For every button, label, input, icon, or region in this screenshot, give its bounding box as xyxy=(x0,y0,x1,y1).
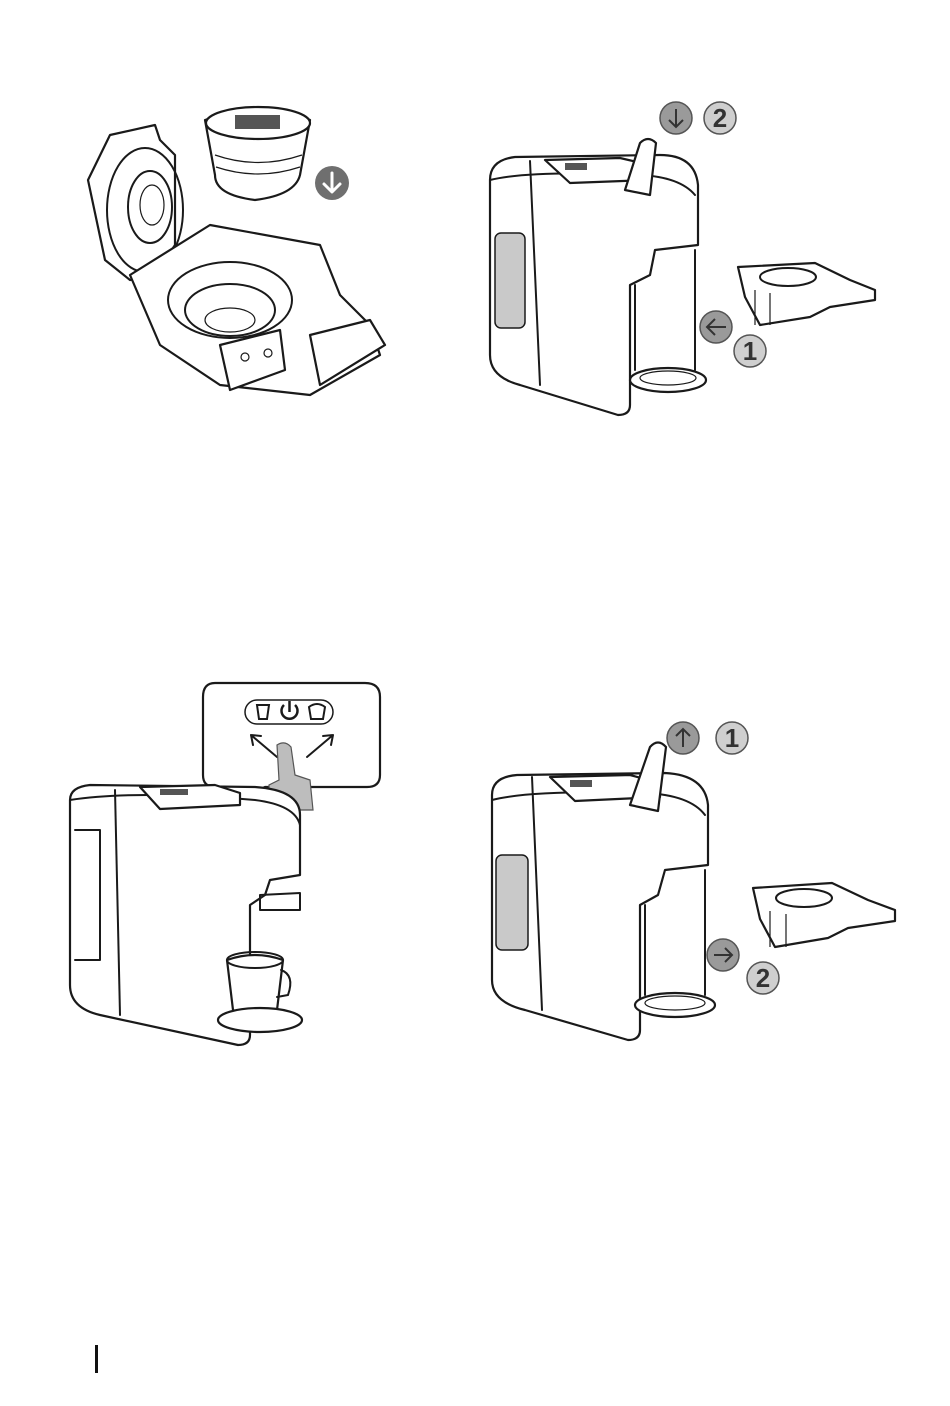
brew-drawing xyxy=(55,675,405,1060)
page-margin-bar xyxy=(95,1345,98,1373)
illustration-remove-holder: 1 2 xyxy=(470,705,915,1055)
step-number: 2 xyxy=(713,103,727,133)
capsule-holder-drawing xyxy=(70,95,400,425)
arrow-right-icon xyxy=(707,939,739,971)
illustration-insert-holder: 2 1 xyxy=(470,85,900,430)
arrow-down-icon xyxy=(660,102,692,134)
step-badge-1: 1 xyxy=(734,335,766,367)
illustration-press-button xyxy=(55,675,405,1060)
arrow-left-icon xyxy=(700,311,732,343)
arrow-up-icon xyxy=(667,722,699,754)
step-badge-2: 2 xyxy=(704,102,736,134)
step-number: 1 xyxy=(743,336,757,366)
step-number: 2 xyxy=(756,963,770,993)
step-number: 1 xyxy=(725,723,739,753)
step-badge-1: 1 xyxy=(716,722,748,754)
illustration-insert-capsule xyxy=(70,95,400,425)
coffee-machine-drawing: 2 1 xyxy=(470,85,900,430)
arrow-down-icon xyxy=(315,166,349,200)
remove-holder-drawing: 1 2 xyxy=(470,705,915,1055)
step-badge-2: 2 xyxy=(747,962,779,994)
